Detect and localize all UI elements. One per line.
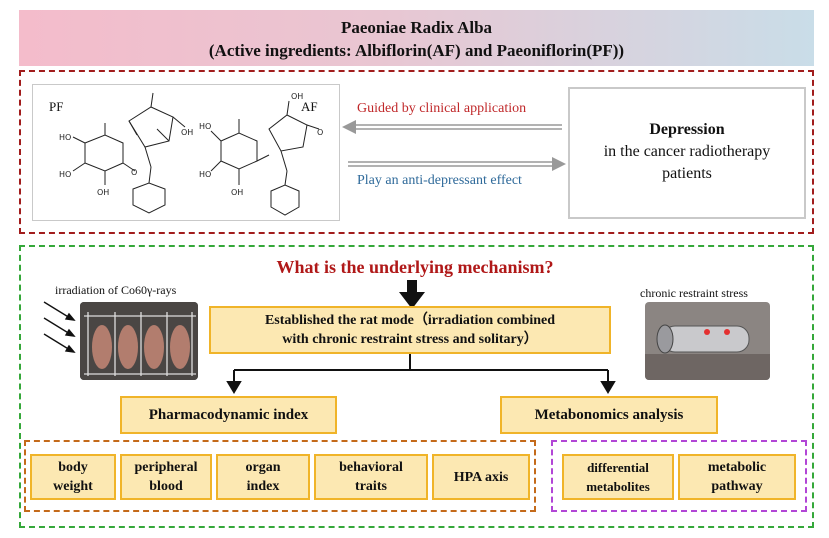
item-label: differential (587, 460, 649, 475)
banner-title: Paeoniae Radix Alba (340, 18, 493, 37)
restraint-caption: chronic restraint stress (640, 286, 748, 300)
svg-text:HO: HO (199, 170, 211, 179)
item-label: pathway (711, 479, 763, 494)
banner-subtitle: (Active ingredients: Albiflorin(AF) and … (208, 41, 625, 60)
metabolic-pathway-box: metabolic pathway (678, 454, 796, 500)
metabonomics-items-group (551, 440, 807, 512)
pharmacodynamic-items-group (24, 440, 536, 512)
question-heading: What is the underlying mechanism? (276, 257, 554, 277)
pf-label: PF (49, 99, 64, 114)
branch-connector (226, 354, 616, 394)
item-label: blood (149, 479, 183, 494)
svg-text:O: O (317, 128, 323, 137)
item-label: body (58, 460, 88, 475)
down-arrow-icon (399, 280, 425, 309)
af-label: AF (301, 99, 318, 114)
item-label: metabolites (586, 479, 650, 494)
differential-metabolites-box: differential metabolites (562, 454, 674, 500)
guided-label: Guided by clinical application (357, 101, 527, 116)
organ-index-box: organ index (216, 454, 310, 500)
svg-text:OH: OH (231, 188, 243, 197)
item-label: metabolic (707, 460, 767, 475)
depression-panel: Depression in the cancer radiotherapy pa… (568, 87, 806, 219)
antidepressant-label: Play an anti-depressant effect (357, 173, 522, 188)
svg-text:HO: HO (59, 133, 71, 142)
arrow-left-icon (342, 120, 562, 134)
svg-text:OH: OH (97, 188, 109, 197)
behavioral-traits-box: behavioral traits (314, 454, 428, 500)
hpa-axis-box: HPA axis (432, 454, 530, 500)
body-weight-box: body weight (30, 454, 116, 500)
item-label: traits (355, 479, 387, 494)
rat-cage-photo (80, 302, 198, 380)
item-label: index (246, 479, 280, 494)
item-label: peripheral (134, 460, 198, 475)
restraint-tube-icon (645, 302, 770, 380)
pharmacodynamic-box: Pharmacodynamic index (120, 396, 337, 434)
svg-text:HO: HO (199, 122, 211, 131)
title-banner: Paeoniae Radix Alba (Active ingredients:… (19, 10, 814, 66)
restraint-tube-photo (645, 302, 770, 380)
peripheral-blood-box: peripheral blood (120, 454, 212, 500)
depression-line1: in the cancer radiotherapy (603, 143, 771, 160)
rat-model-line1: Established the rat mode（irradiation com… (264, 313, 556, 328)
depression-line2: patients (662, 165, 712, 182)
rat-model-line2: with chronic restraint stress and solita… (282, 332, 538, 347)
rat-model-box: Established the rat mode（irradiation com… (209, 306, 611, 354)
structures-panel: PF AF (32, 84, 340, 221)
irradiation-caption: irradiation of Co60γ-rays (55, 283, 177, 297)
depression-title: Depression (649, 121, 725, 138)
svg-text:OH: OH (291, 92, 303, 101)
item-label: behavioral (339, 460, 403, 475)
ray-arrows-icon (43, 301, 76, 353)
molecule-structures-icon: HO HO OH O OH HO HO OH O OH (59, 92, 323, 216)
mechanism-section (19, 245, 814, 528)
metabonomics-box: Metabonomics analysis (500, 396, 718, 434)
svg-text:HO: HO (59, 170, 71, 179)
svg-text:O: O (131, 168, 137, 177)
svg-text:OH: OH (181, 128, 193, 137)
clinical-section (19, 70, 814, 234)
rat-cage-icon (80, 302, 198, 380)
arrow-right-icon (348, 157, 566, 171)
item-label: weight (53, 479, 93, 494)
item-label: organ (245, 460, 281, 475)
